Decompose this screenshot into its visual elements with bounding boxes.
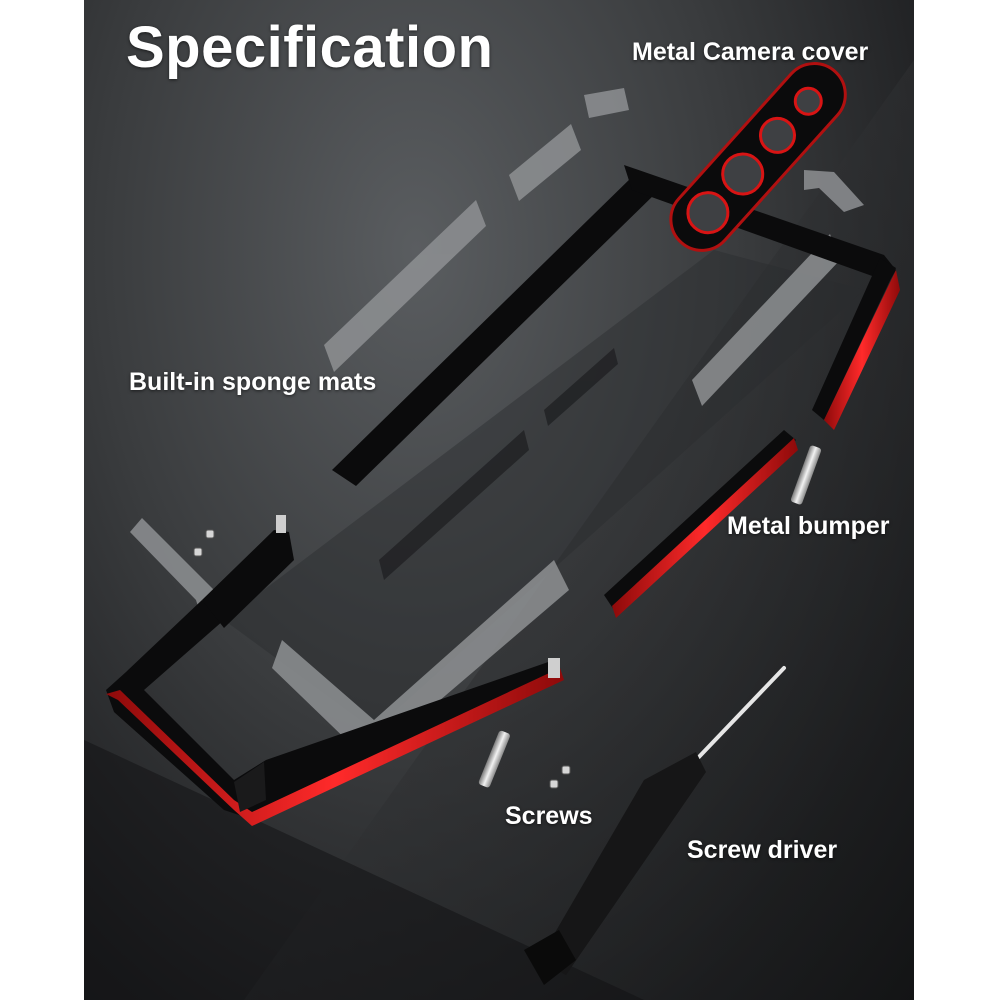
metal-button-icon xyxy=(790,445,822,505)
sponge-mat-5 xyxy=(804,170,864,212)
sponge-mats xyxy=(130,88,864,752)
camera-cover-icon xyxy=(669,62,847,252)
connector-tab xyxy=(548,658,560,678)
sponge-mat-2 xyxy=(509,124,581,201)
side-button-icon xyxy=(478,730,510,788)
left-bumper-piece xyxy=(202,515,294,628)
sponge-mat-1 xyxy=(324,200,486,372)
screw-driver-label: Screw driver xyxy=(687,836,838,864)
screw-icon xyxy=(561,765,571,775)
screws-label: Screws xyxy=(505,802,593,830)
screw-icon xyxy=(205,529,215,539)
table-surface xyxy=(244,60,914,1000)
screws xyxy=(193,529,571,789)
sponge-mat-7 xyxy=(272,560,569,752)
exploded-view-illustration xyxy=(84,60,914,1000)
screw-icon xyxy=(193,547,203,557)
screwdriver-icon xyxy=(524,666,786,985)
sponge-mat-4 xyxy=(692,234,840,406)
sponge-mat-6 xyxy=(130,518,222,626)
screw-icon xyxy=(549,779,559,789)
top-bumper-piece xyxy=(332,165,900,486)
glass-strips xyxy=(379,348,618,580)
sponge-mats-label: Built-in sponge mats xyxy=(129,368,377,396)
right-bumper-piece xyxy=(604,430,798,618)
metal-bumper-label: Metal bumper xyxy=(727,512,890,540)
bottom-bumper-piece xyxy=(106,600,564,826)
page-title: Specification xyxy=(126,15,494,80)
sponge-mat-3 xyxy=(584,88,629,118)
product-image: Specification Metal Camera cover Built-i… xyxy=(84,0,914,1000)
camera-cover-label: Metal Camera cover xyxy=(632,38,869,66)
